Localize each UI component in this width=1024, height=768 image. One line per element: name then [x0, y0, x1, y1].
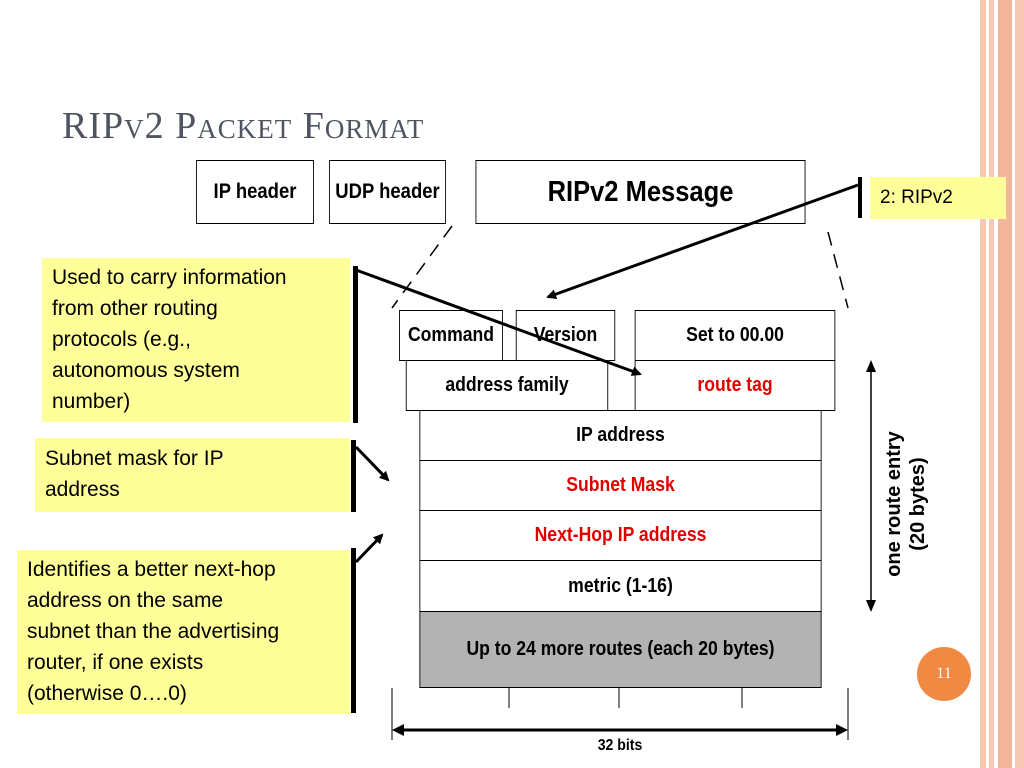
command-label: Command: [407, 324, 495, 346]
note-line: (otherwise 0….0): [27, 682, 187, 705]
ripv2-message-cell: RIPv2 Message: [475, 160, 806, 224]
note-line: from other routing: [52, 297, 218, 320]
metric-row: metric (1-16): [419, 560, 822, 612]
route-entry-line2: (20 bytes): [907, 457, 929, 551]
route-tag-note: Used to carry information from other rou…: [42, 258, 350, 422]
set-to-label: Set to 00.00: [686, 324, 784, 346]
more-routes-label: Up to 24 more routes (each 20 bytes): [466, 638, 775, 660]
route-entry-line1: one route entry: [883, 431, 905, 577]
ip-header-label: IP header: [213, 180, 297, 203]
route-entry-arrow-bottom: [866, 600, 876, 612]
subnet-note: Subnet mask for IP address: [35, 438, 350, 512]
next-hop-label: Next-Hop IP address: [534, 524, 707, 546]
bits-arrow-right: [836, 724, 848, 736]
ip-header-cell: IP header: [196, 160, 314, 224]
route-entry-label: one route entry (20 bytes): [882, 394, 942, 614]
bits-arrow-left: [392, 724, 404, 736]
version-callout-text: 2: RIPv2: [880, 187, 953, 208]
note-line: Subnet mask for IP: [45, 447, 224, 470]
note-line: autonomous system: [52, 359, 240, 382]
subnet-arrow: [354, 445, 390, 482]
zoom-line-right: [827, 231, 849, 309]
address-family-label: address family: [445, 374, 569, 396]
slide-title: RIPv2 Packet Format: [62, 105, 425, 147]
note-line: protocols (e.g.,: [52, 328, 191, 351]
udp-header-cell: UDP header: [328, 160, 447, 224]
metric-label: metric (1-16): [568, 574, 673, 597]
nexthop-note: Identifies a better next-hop address on …: [17, 550, 350, 714]
ip-address-label: IP address: [576, 424, 665, 446]
route-tag-cell: route tag: [634, 360, 836, 411]
version-callout: 2: RIPv2: [870, 177, 1006, 219]
udp-header-label: UDP header: [335, 180, 440, 203]
ripv2-message-label: RIPv2 Message: [547, 175, 734, 208]
note-line: address: [45, 478, 120, 501]
subnet-mask-row: Subnet Mask: [419, 460, 822, 511]
decorative-stripes: [976, 0, 1024, 768]
next-hop-row: Next-Hop IP address: [419, 510, 822, 561]
zoom-line-left: [391, 225, 453, 309]
more-routes-row: Up to 24 more routes (each 20 bytes): [419, 611, 822, 688]
page-number: 11: [936, 665, 952, 682]
version-arrow: [546, 183, 859, 299]
route-entry-arrow-top: [866, 360, 876, 372]
subnet-mask-label: Subnet Mask: [566, 474, 675, 496]
note-line: Identifies a better next-hop: [27, 558, 276, 581]
route-tag-arrow: [355, 268, 642, 376]
page-number-badge: 11: [917, 647, 971, 701]
note-line: subnet than the advertising: [27, 620, 280, 643]
nexthop-arrow: [354, 533, 384, 564]
note-line: Used to carry information: [52, 266, 287, 289]
route-tag-label: route tag: [697, 374, 773, 396]
note-line: number): [52, 390, 131, 413]
subnet-note-bar: [351, 440, 356, 512]
nexthop-note-bar: [351, 548, 356, 713]
bits-label: 32 bits: [597, 737, 643, 754]
note-line: router, if one exists: [27, 651, 204, 674]
address-family-cell: address family: [405, 360, 609, 411]
note-line: address on the same: [27, 589, 224, 612]
set-to-cell: Set to 00.00: [634, 310, 836, 361]
route-tag-note-bar: [353, 266, 358, 423]
